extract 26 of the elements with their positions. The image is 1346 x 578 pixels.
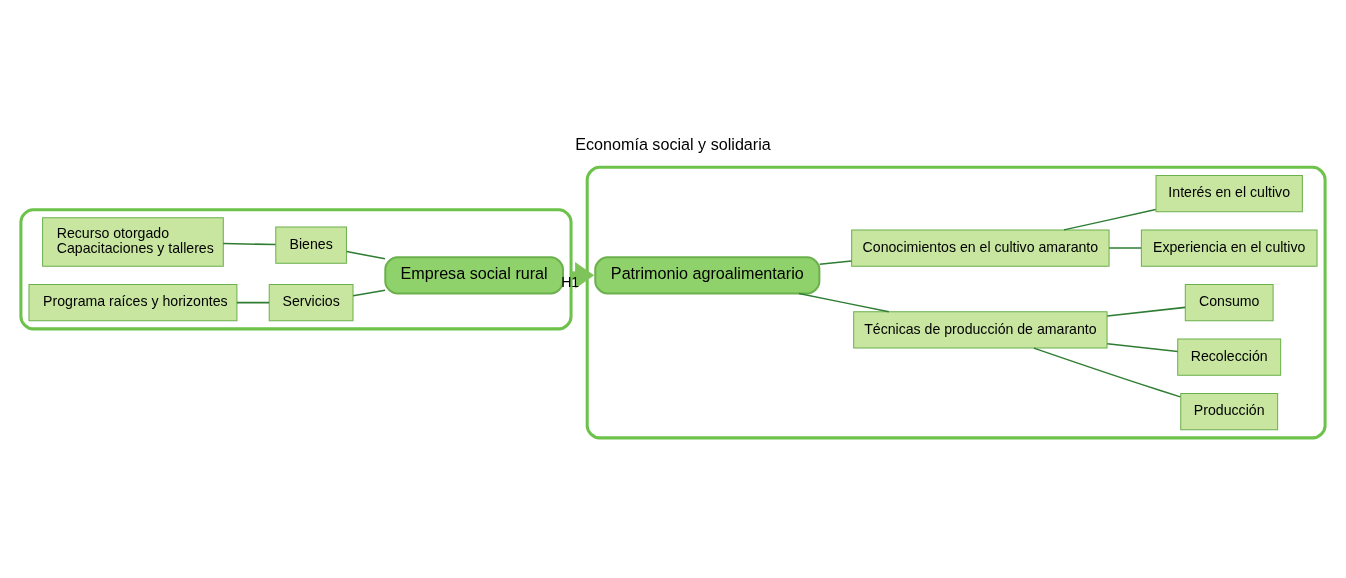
node-box: Servicios [268, 283, 354, 321]
node-box: Producción [1180, 392, 1279, 430]
node-box: Bienes [275, 225, 347, 264]
connector [222, 242, 277, 245]
node-box: Recurso otorgado Capacitaciones y talleres [42, 216, 224, 267]
connector [1106, 306, 1186, 317]
connector [1063, 208, 1157, 231]
edge-label: H1 [561, 273, 580, 290]
connector [1108, 246, 1142, 249]
connector [1033, 346, 1182, 398]
connector [798, 292, 890, 312]
connector [352, 289, 386, 296]
node-box: Recolección [1177, 337, 1282, 376]
node-box: Consumo [1184, 283, 1274, 321]
node-box: Interés en el cultivo [1155, 174, 1303, 212]
cluster [585, 165, 1327, 439]
node-box: Programa raíces y horizontes [28, 283, 238, 321]
node-box: Técnicas de producción de amaranto [853, 310, 1108, 349]
diagram-title: Economía social y solidaria [575, 134, 771, 153]
connector [236, 301, 270, 303]
connector [819, 259, 853, 265]
connector [1106, 342, 1179, 352]
node-box: Patrimonio agroalimentario [594, 255, 821, 295]
connector [345, 250, 386, 260]
node-box: Conocimientos en el cultivo amaranto [851, 228, 1110, 267]
node-box: Experiencia en el cultivo [1140, 228, 1318, 267]
